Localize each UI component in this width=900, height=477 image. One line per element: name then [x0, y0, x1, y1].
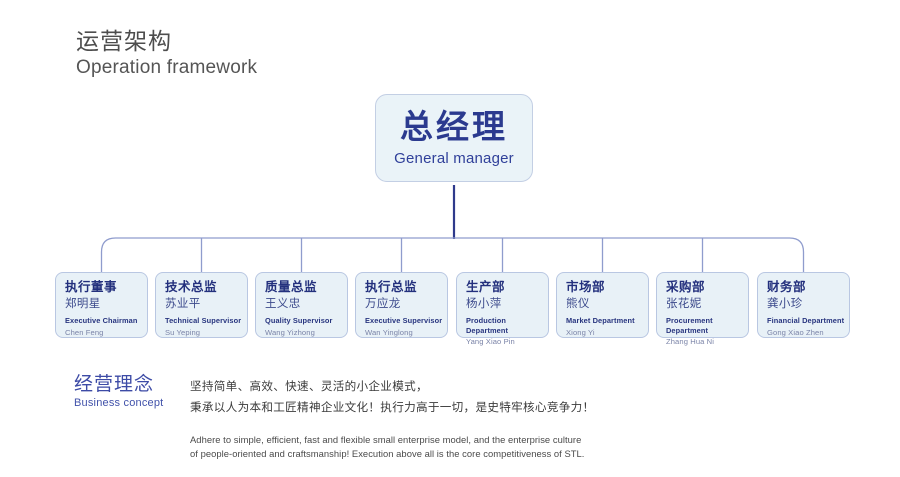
page-title-cn: 运营架构	[76, 28, 172, 54]
dept-title-en: Procurement Department	[666, 316, 713, 335]
general-manager-title-en: General manager	[394, 150, 514, 168]
dept-title-cn: 执行总监	[365, 280, 418, 294]
dept-title-cn: 财务部	[767, 280, 807, 294]
node-production-department[interactable]: 生产部 杨小萍 Production Department Yang Xiao …	[456, 272, 549, 346]
dept-name-en: Yang Xiao Pin	[466, 337, 515, 347]
dept-name-cn: 杨小萍	[466, 297, 502, 310]
department-row: 执行董事 郑明星 Executive Chairman Chen Feng 技术…	[55, 272, 850, 346]
concept-label-en: Business concept	[74, 396, 164, 409]
node-executive-chairman[interactable]: 执行董事 郑明星 Executive Chairman Chen Feng	[55, 272, 148, 338]
dept-name-en: Gong Xiao Zhen	[767, 327, 824, 337]
dept-name-cn: 万应龙	[365, 297, 401, 310]
dept-name-cn: 王义忠	[265, 297, 301, 310]
dept-title-cn: 市场部	[566, 280, 606, 294]
concept-cn-line-1: 坚持简单、高效、快速、灵活的小企业模式，	[190, 380, 428, 393]
dept-name-cn: 郑明星	[65, 297, 101, 310]
dept-name-en: Wan Yinglong	[365, 327, 413, 337]
dept-name-cn: 龚小珍	[767, 297, 803, 310]
node-executive-supervisor[interactable]: 执行总监 万应龙 Executive Supervisor Wan Yinglo…	[355, 272, 448, 338]
dept-name-en: Xiong Yi	[566, 327, 595, 337]
node-technical-supervisor[interactable]: 技术总监 苏业平 Technical Supervisor Su Yeping	[155, 272, 248, 338]
dept-title-en: Quality Supervisor	[265, 316, 333, 326]
dept-title-cn: 采购部	[666, 280, 706, 294]
page-title-en: Operation framework	[76, 57, 258, 79]
general-manager-title-cn: 总经理	[400, 107, 508, 145]
concept-en-line-2: of people-oriented and craftsmanship! Ex…	[190, 448, 585, 460]
dept-title-cn: 生产部	[466, 280, 506, 294]
dept-title-en: Market Department	[566, 316, 635, 326]
concept-en-line-1: Adhere to simple, efficient, fast and fl…	[190, 433, 582, 445]
business-concept-label: 经营理念 Business concept	[74, 374, 184, 410]
dept-title-en: Executive Chairman	[65, 316, 138, 326]
node-financial-department[interactable]: 财务部 龚小珍 Financial Department Gong Xiao Z…	[757, 272, 850, 338]
dept-title-en: Production Department	[466, 316, 509, 335]
dept-title-en: Financial Department	[767, 316, 845, 326]
node-procurement-department[interactable]: 采购部 张花妮 Procurement Department Zhang Hua…	[656, 272, 749, 346]
dept-name-en: Su Yeping	[165, 327, 201, 337]
dept-title-cn: 技术总监	[165, 280, 218, 294]
dept-name-cn: 张花妮	[666, 297, 702, 310]
node-quality-supervisor[interactable]: 质量总监 王义忠 Quality Supervisor Wang Yizhong	[255, 272, 348, 338]
concept-cn-line-2: 秉承以人为本和工匠精神企业文化！执行力高于一切，是史特牢核心竞争力！	[190, 401, 595, 415]
dept-name-cn: 熊仪	[566, 297, 590, 310]
dept-title-en: Technical Supervisor	[165, 316, 242, 326]
concept-label-cn: 经营理念	[74, 374, 155, 395]
dept-name-cn: 苏业平	[165, 297, 201, 310]
dept-title-en: Executive Supervisor	[365, 316, 443, 326]
node-general-manager[interactable]: 总经理 General manager	[375, 94, 533, 182]
dept-name-en: Chen Feng	[65, 327, 104, 337]
business-concept-body: 坚持简单、高效、快速、灵活的小企业模式， 秉承以人为本和工匠精神企业文化！执行力…	[190, 376, 610, 462]
dept-name-en: Wang Yizhong	[265, 327, 315, 337]
dept-title-cn: 执行董事	[65, 280, 118, 294]
horizontal-bus	[100, 237, 805, 272]
dept-title-cn: 质量总监	[265, 280, 318, 294]
page-header: 运营架构 Operation framework	[76, 28, 257, 80]
node-market-department[interactable]: 市场部 熊仪 Market Department Xiong Yi	[556, 272, 649, 338]
dept-name-en: Zhang Hua Ni	[666, 337, 715, 347]
